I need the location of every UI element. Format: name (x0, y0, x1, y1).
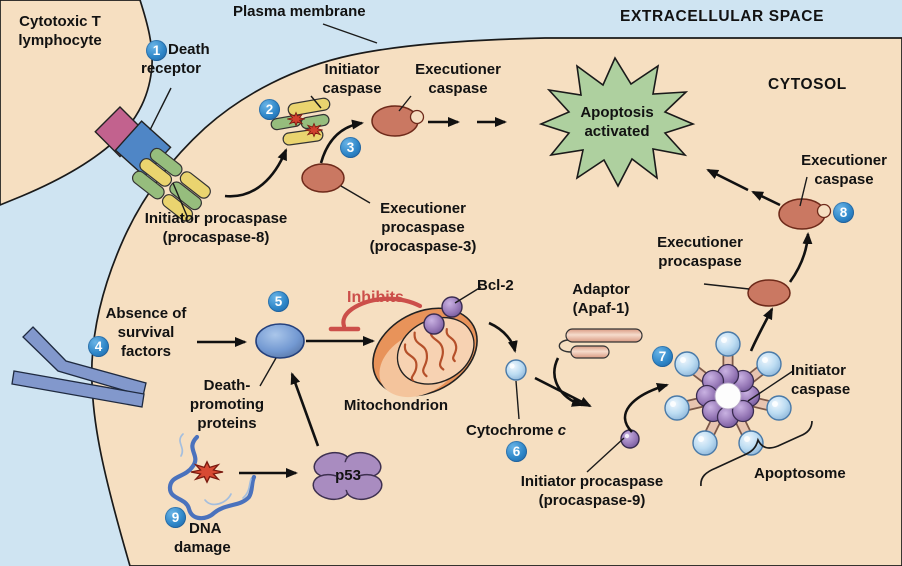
step-badge-8: 8 (833, 202, 854, 223)
executioner-procaspase-right-label: Executioner procaspase (657, 234, 743, 270)
inhibits-label: Inhibits (347, 289, 404, 306)
apoptosis-starburst (538, 56, 696, 188)
bcl2-label: Bcl-2 (477, 277, 514, 294)
cytochrome-c-icon (505, 359, 527, 381)
apoptosome-brace (700, 420, 813, 487)
p53-icon (312, 451, 383, 501)
mitochondrion-icon (372, 307, 478, 398)
apoptosome-icon (664, 331, 792, 456)
cytochrome-c-label: Cytochrome c (466, 422, 606, 441)
step-badge-9: 9 (165, 507, 186, 528)
dna-icon (167, 433, 257, 521)
survival-receptor-icon (11, 326, 147, 408)
cytochrome-c-letter: c (557, 422, 567, 439)
absence-survival-factors-label: Absence of survival factors (105, 305, 187, 360)
plasma-membrane-label: Plasma membrane (233, 3, 366, 20)
apoptosome-label: Apoptosome (754, 465, 846, 482)
step-badge-5: 5 (268, 291, 289, 312)
executioner-caspase-right-label: Executioner caspase (801, 152, 887, 188)
leader-lines-layer (149, 23, 808, 473)
executioner-caspase8-icon (778, 198, 832, 230)
initiator-procaspase8-label: Initiator procaspase (procaspase-8) (144, 210, 288, 246)
mitochondrion-label: Mitochondrion (343, 397, 449, 414)
cytochrome-word: Cytochrome (466, 422, 558, 439)
cytotoxic-t-label: Cytotoxic T lymphocyte (18, 13, 102, 49)
executioner-procaspase-right-icon (747, 279, 791, 307)
initiator-caspase-right-label: Initiator caspase (791, 362, 851, 398)
initiator-caspase-top-label: Initiator caspase (322, 61, 382, 97)
p53-label: p53 (335, 467, 361, 484)
death-receptor-label: Death receptor (141, 41, 210, 77)
step-badge-3: 3 (340, 137, 361, 158)
dna-damage-star-icon (190, 461, 224, 483)
executioner-caspase-top-label: Executioner caspase (415, 61, 501, 97)
procaspase9-dot-icon (620, 429, 640, 449)
arrows-layer (197, 117, 813, 478)
executioner-caspase-icon (371, 105, 425, 137)
initiator-caspase-cluster-icon (270, 97, 331, 146)
step-badge-4: 4 (88, 336, 109, 357)
extracellular-space-label: EXTRACELLULAR SPACE (620, 8, 825, 25)
death-promoting-proteins-label: Death- promoting proteins (189, 377, 265, 432)
executioner-procaspase3-icon (301, 163, 345, 193)
step-badge-6: 6 (506, 441, 527, 462)
adaptor-bars-icon (558, 328, 643, 359)
adaptor-apaf1-label: Adaptor (Apaf-1) (572, 281, 630, 317)
step-badge-2: 2 (259, 99, 280, 120)
cytosol-label: CYTOSOL (768, 76, 847, 93)
apoptosis-activated-label: Apoptosis activated (580, 104, 654, 140)
dna-damage-label: DNA damage (174, 520, 231, 556)
inhibit-symbol-icon (328, 296, 423, 332)
step-badge-1: 1 (146, 40, 167, 61)
initiator-procaspase9-label: Initiator procaspase (procaspase-9) (520, 473, 664, 509)
executioner-procaspase3-label: Executioner procaspase (procaspase-3) (369, 200, 477, 255)
bcl2-icon (423, 296, 463, 335)
death-promoting-oval-icon (255, 323, 305, 359)
step-badge-7: 7 (652, 346, 673, 367)
